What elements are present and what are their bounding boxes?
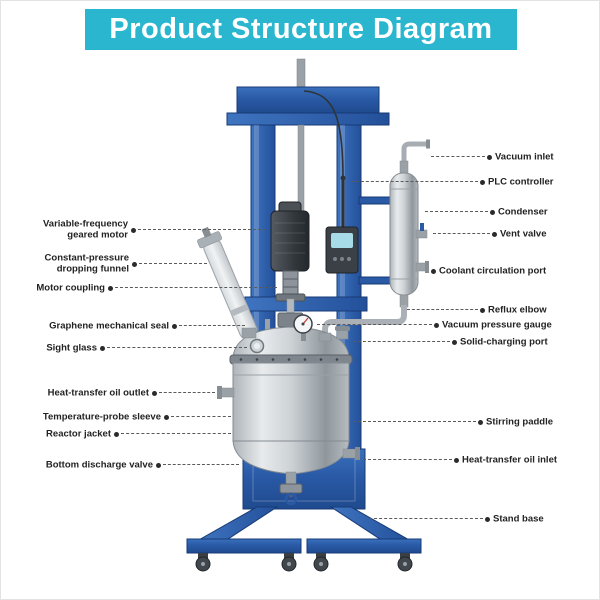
pressure-gauge: [293, 314, 313, 341]
vessel-body: [232, 362, 350, 442]
coolant-port: [415, 261, 429, 273]
sight-glass-part: [249, 338, 265, 354]
oil-outlet-nozzle: [217, 386, 235, 399]
bottom-discharge-valve-part: [279, 471, 303, 506]
reactor-vessel: [217, 298, 360, 506]
motor-coupling-part: [275, 270, 306, 302]
control-cable: [303, 90, 346, 229]
oil-inlet-nozzle: [342, 447, 360, 460]
page-title: Product Structure Diagram: [109, 13, 493, 45]
condenser: [322, 139, 430, 343]
motor-assembly: [270, 124, 310, 302]
reflux-elbow-pipe: [322, 305, 407, 343]
solid-charging-port-part: [335, 326, 350, 340]
caster-wheels: [195, 553, 413, 572]
header-banner: Product Structure Diagram: [85, 9, 517, 50]
vent-valve: [415, 223, 428, 239]
plc-controller-box: [325, 226, 359, 274]
